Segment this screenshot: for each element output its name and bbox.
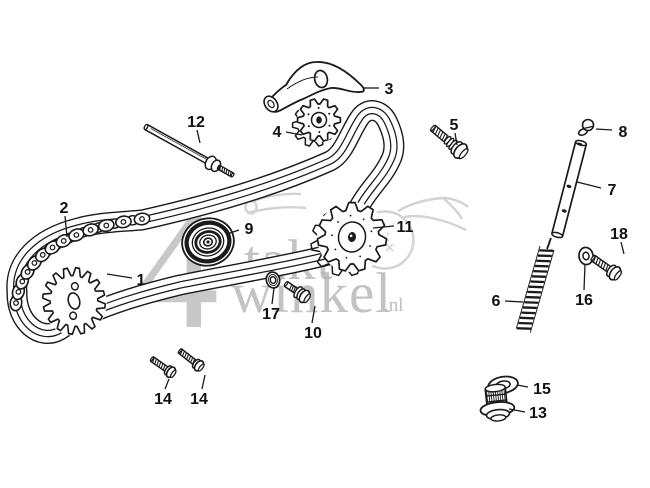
part-number-2: 2 [60,200,69,217]
leader-line-6 [504,300,524,303]
leader-line-8 [595,128,613,131]
washer-16 [578,246,594,266]
part-number-15: 15 [533,381,551,398]
leader-line-12 [196,129,201,144]
leader-line-7 [576,181,602,189]
part-number-1: 1 [137,272,146,289]
leader-line-18 [620,241,625,255]
cam-chain-links [9,212,151,312]
cap-nut [577,118,595,136]
leader-line-9 [226,229,240,235]
sprocket-shaft [143,123,235,178]
tensioner-spring [515,237,555,333]
leader-line-14a [164,378,170,390]
flange-bolt-18 [590,254,623,281]
sealing-bolt-13 [479,383,516,422]
part-callouts: 1 2 3 4 5 6 7 8 9 10 11 12 13 14 14 15 1… [60,81,628,422]
leader-line-15 [516,384,529,388]
leader-line-2 [64,215,68,238]
leader-line-5 [454,132,458,146]
pivot-bolt [429,124,469,160]
part-number-4: 4 [273,124,282,141]
pan-screws-14 [149,348,205,379]
part-number-18: 18 [610,226,628,243]
leader-line-17 [271,287,275,305]
part-number-16: 16 [575,292,593,309]
leader-line-13 [508,408,526,413]
part-number-7: 7 [608,182,617,199]
part-number-3: 3 [385,81,394,98]
part-number-10: 10 [304,325,322,342]
part-number-6: 6 [492,293,501,310]
leader-line-16 [583,263,586,291]
watermark-suffix: .nl [384,295,404,316]
cam-sprocket [310,201,388,277]
flange-bolt-10 [283,281,312,304]
leader-line-11 [372,225,395,229]
leader-line-14b [201,374,206,390]
part-number-11: 11 [397,219,414,236]
chain-guide-roller [181,217,235,267]
part-number-5: 5 [450,117,459,134]
washer-17 [265,271,281,289]
tensioner-push-rod [551,139,588,239]
tensioner-sprocket [291,98,342,147]
part-number-17: 17 [262,306,280,323]
leader-line-10 [311,305,316,324]
part-number-13: 13 [529,405,547,422]
part-number-12: 12 [187,114,205,131]
leader-line-1 [106,273,133,279]
leader-line-4 [285,131,303,136]
part-number-9: 9 [245,221,254,238]
timing-sprocket [41,266,107,336]
part-number-14a: 14 [154,391,172,408]
part-number-8: 8 [619,124,628,141]
part-number-14b: 14 [190,391,208,408]
tensioner-arm [263,61,365,113]
